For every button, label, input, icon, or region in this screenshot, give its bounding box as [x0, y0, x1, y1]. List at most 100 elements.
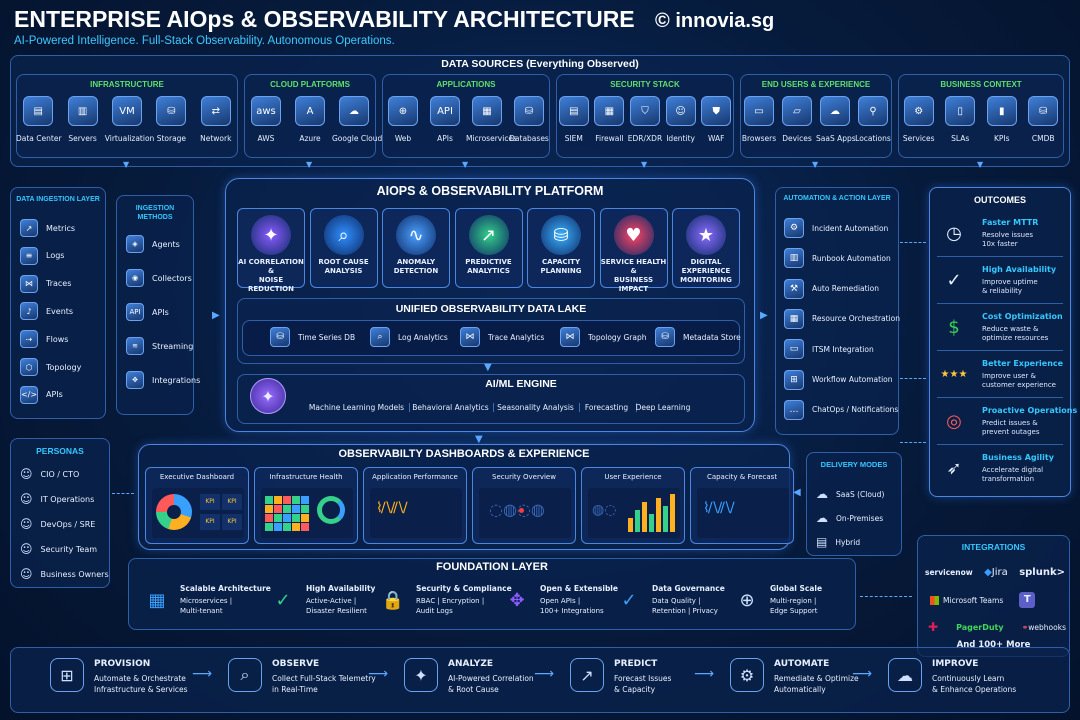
user-icon: ☺	[20, 467, 33, 481]
azure-icon: A	[295, 96, 325, 126]
magnifier-icon: ⌕	[323, 215, 364, 255]
heatmap-cell	[265, 505, 273, 513]
waf-icon: ⛊	[701, 96, 732, 126]
kpi-tile: KPI	[222, 514, 242, 530]
flow-step-title: OBSERVE	[272, 659, 320, 669]
foundation-title: Global Scale	[770, 584, 823, 593]
integrations-more: And 100+ More	[956, 640, 1031, 650]
capability-label-line1: SERVICE HEALTH &	[600, 258, 667, 275]
integrations-panel: INTEGRATIONS	[917, 535, 1070, 657]
automation-item[interactable]: ▥Runbook Automation	[784, 248, 891, 269]
persona-item[interactable]: ☺IT Operations	[20, 492, 94, 506]
ingestion-method-item: ◉Collectors	[126, 269, 192, 287]
foundation-desc-line2: Audit Logs	[416, 607, 453, 615]
dashboard-card[interactable]: Capacity & Forecast⌇∕∖∕∕∖∕	[690, 467, 794, 544]
capacity-icon: ⛁	[541, 215, 581, 255]
delivery-mode-item[interactable]: ☁SaaS (Cloud)	[816, 487, 884, 501]
data-source-item: ▮KPIs	[981, 96, 1023, 143]
persona-label: Business Owners	[40, 569, 109, 579]
capability-card[interactable]: ✦AI CORRELATION &NOISE REDUCTION	[237, 208, 305, 293]
trend-up-icon: ↗	[468, 215, 509, 255]
ingestion-method-item: ✥Integrations	[126, 371, 200, 389]
dashboard-card[interactable]: User Experience◍◌	[581, 467, 685, 544]
data-source-label: KPIs	[993, 134, 1010, 143]
arrow-down: ▼	[123, 160, 130, 169]
persona-item[interactable]: ☺CIO / CTO	[20, 467, 79, 481]
puzzle-icon: ✥	[509, 589, 525, 611]
outcomes-panel: OUTCOMES	[929, 187, 1071, 497]
personas-title: PERSONAS	[36, 446, 84, 456]
automation-item[interactable]: ⚙Incident Automation	[784, 218, 888, 238]
data-lake-label: Metadata Store	[683, 332, 741, 342]
dashboard-card[interactable]: Infrastructure Health	[254, 467, 358, 544]
data-source-label: EDR/XDR	[627, 134, 663, 143]
arrow-lake-to-ml: ▼	[484, 362, 492, 373]
database-icon: ⛁	[270, 327, 290, 347]
data-source-label: SLAs	[951, 134, 970, 143]
dashboard-card[interactable]: Application Performance⌇∕∖∕∕∖∕	[363, 467, 467, 544]
dollar-icon: $	[948, 316, 960, 338]
bar-mark	[663, 506, 668, 532]
persona-item[interactable]: ☺DevOps / SRE	[20, 517, 95, 531]
outcome-divider	[937, 444, 1063, 445]
ingestion-item: </>APIs	[20, 385, 63, 404]
cloud-icon: ☁	[816, 487, 828, 501]
outcome-divider	[937, 256, 1063, 257]
automation-item[interactable]: ⚒Auto Remediation	[784, 278, 879, 299]
data-source-label: CMDB	[1031, 134, 1055, 143]
dashboard-card[interactable]: Security Overview◌◍◌◍	[472, 467, 576, 544]
persona-item[interactable]: ☺Security Team	[20, 542, 97, 556]
foundation-title: Scalable Architecture	[180, 584, 271, 593]
outcome-divider	[937, 303, 1063, 304]
dashboard-title: Application Performance	[372, 473, 458, 481]
bell-icon: ♪	[20, 302, 38, 321]
donut-hole	[167, 505, 181, 519]
webhooks-logo: ⚭webhooks	[1021, 622, 1066, 632]
persona-item[interactable]: ☺Business Owners	[20, 567, 109, 581]
data-source-group-title: CLOUD PLATFORMS	[270, 80, 350, 89]
foundation-title: Open & Extensible	[540, 584, 618, 593]
document-icon: ▯	[945, 96, 976, 126]
heatmap-cell	[292, 523, 300, 531]
data-source-item: ▦Microservices	[466, 96, 517, 143]
chart-icon: ↗	[20, 219, 38, 237]
outcome-desc-line2: & reliability	[982, 287, 1023, 295]
delivery-mode-item[interactable]: ▤Hybrid	[816, 535, 860, 549]
trace-icon: ⋈	[20, 274, 38, 293]
heatmap-cell	[265, 496, 273, 504]
predict-icon: ↗	[570, 658, 604, 692]
automation-item[interactable]: …ChatOps / Notifications	[784, 399, 898, 420]
storage-icon: ⛁	[156, 96, 187, 126]
server-icon: ☁	[816, 511, 828, 525]
shield-check-icon: ✓	[946, 269, 962, 291]
data-source-label: Google Cloud	[332, 134, 383, 143]
data-source-label: Storage	[156, 134, 187, 143]
automation-item[interactable]: ▦Resource Orchestration	[784, 308, 900, 329]
data-source-group-title: INFRASTRUCTURE	[90, 80, 164, 89]
data-source-item: ▯ SLAs	[940, 96, 982, 143]
automation-item[interactable]: ⊞Workflow Automation	[784, 369, 893, 390]
automation-item[interactable]: ▭ITSM Integration	[784, 339, 874, 360]
arrow-platform-to-dashboards: ▼	[475, 434, 483, 445]
data-source-item: ⛁CMDB	[1023, 96, 1065, 143]
ml-brain-icon: ✦	[250, 378, 286, 414]
heatmap-cell	[301, 505, 309, 513]
delivery-mode-item[interactable]: ☁On-Premises	[816, 511, 883, 525]
flow-step-desc-line2: & Enhance Operations	[932, 685, 1017, 694]
data-lake-label: Trace Analytics	[488, 332, 545, 342]
data-source-item: ▤SIEM	[556, 96, 592, 143]
arrow-ingestion-to-platform: ▶	[212, 310, 220, 321]
delivery-mode-label: Hybrid	[835, 537, 861, 547]
topology-icon: ⬡	[20, 358, 38, 376]
user-icon: ☺	[20, 492, 33, 506]
capability-card[interactable]: ♥SERVICE HEALTH &BUSINESS IMPACT	[599, 208, 668, 293]
microsoft-teams-logo: Microsoft Teams	[943, 595, 1004, 605]
